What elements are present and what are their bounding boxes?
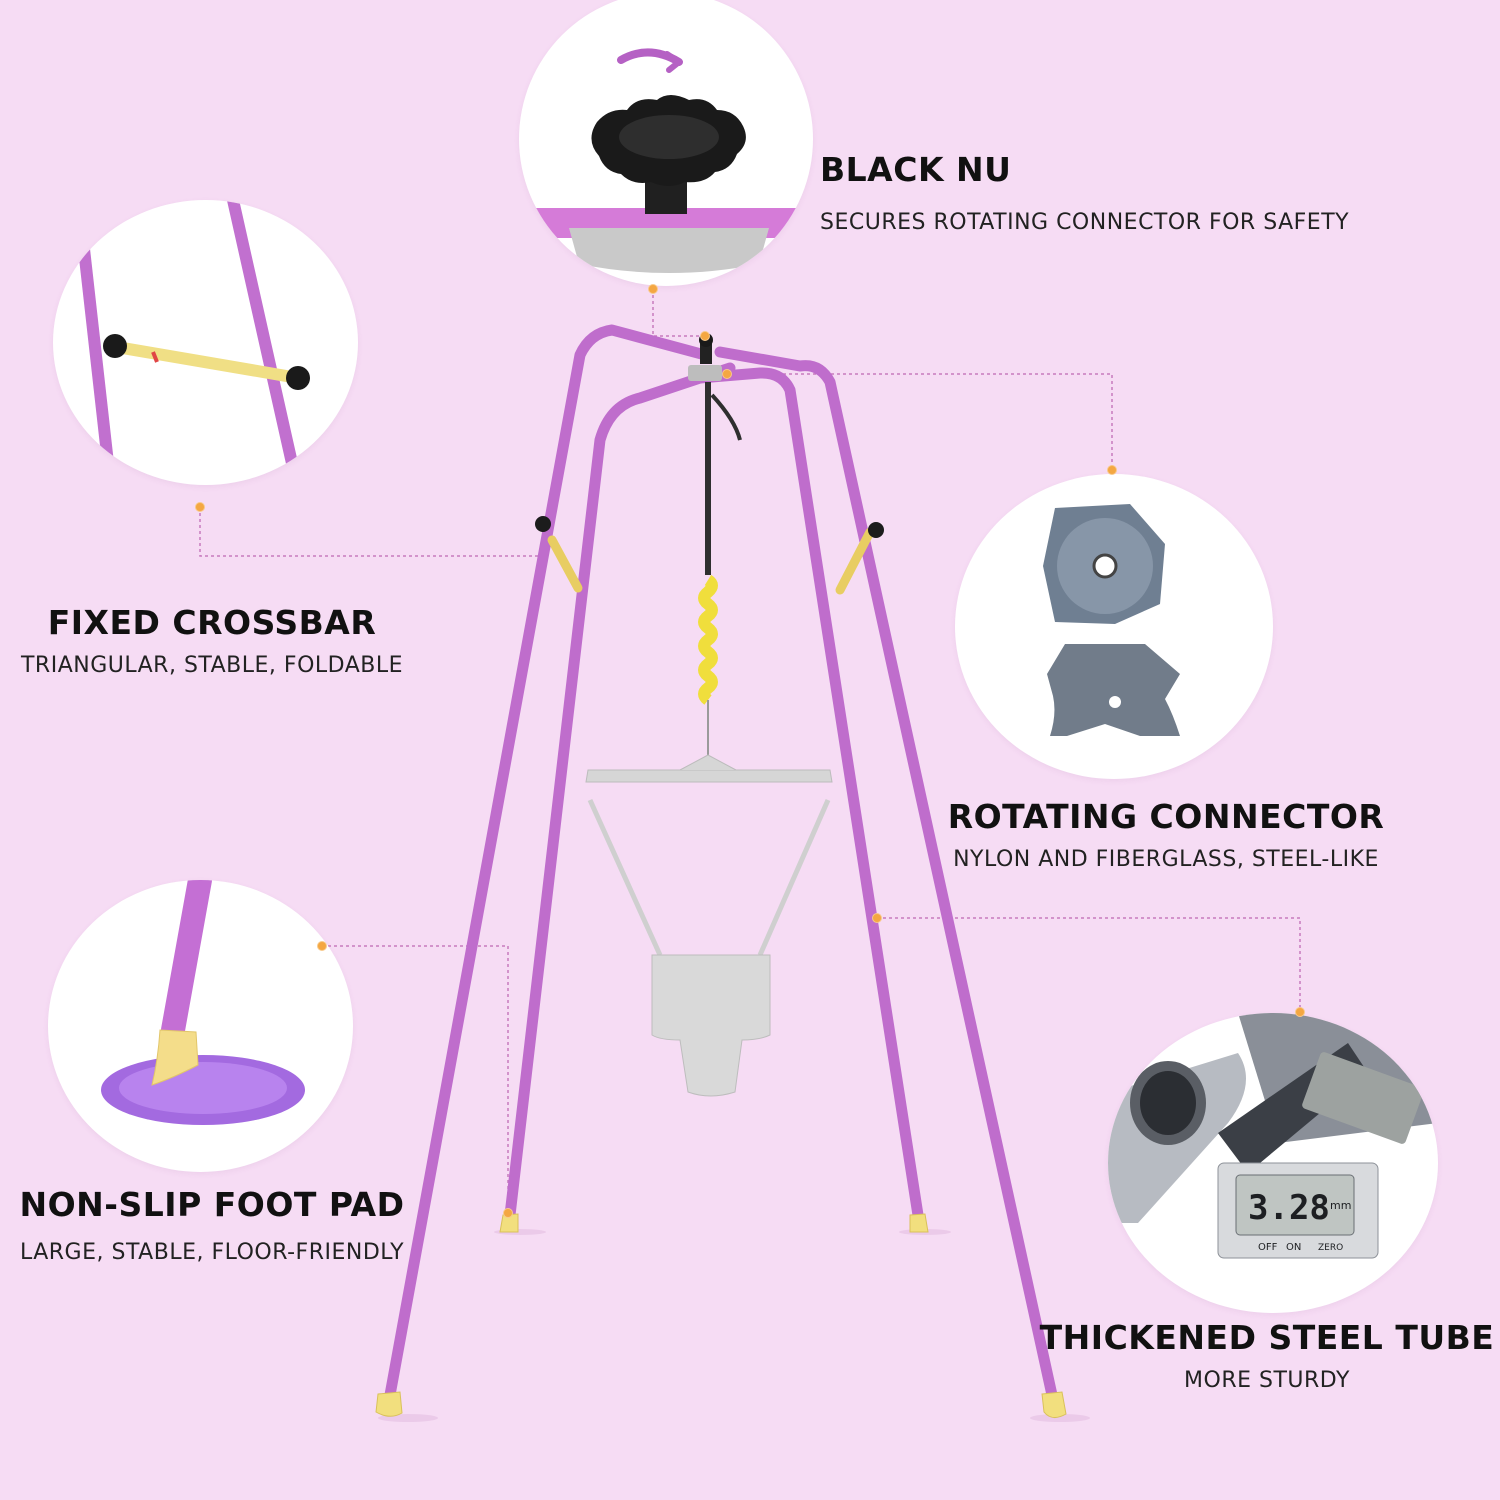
black-nut-title: BLACK NU <box>820 150 1012 189</box>
connector-icon <box>1043 504 1180 736</box>
anchor-dot-steel-tube-start <box>872 913 882 923</box>
caliper-button-zero: ZERO <box>1318 1243 1343 1253</box>
caliper-button-on: ON <box>1286 1242 1301 1253</box>
crossbar-subtitle: TRIANGULAR, STABLE, FOLDABLE <box>20 653 404 678</box>
steel-tube-title: THICKENED STEEL TUBE <box>1039 1318 1495 1357</box>
black-nut-subtitle: SECURES ROTATING CONNECTOR FOR SAFETY <box>820 210 1350 235</box>
anchor-dot-steel-tube <box>1295 1007 1305 1017</box>
foot-pad-icon <box>101 880 305 1125</box>
leader-line-foot-pad <box>322 945 509 1213</box>
leader-line-crossbar <box>199 507 545 557</box>
crossbar-title: FIXED CROSSBAR <box>47 603 377 642</box>
foot-pad-detail-circle <box>48 880 353 1172</box>
black-nut-detail-circle <box>519 0 813 286</box>
connector-title: ROTATING CONNECTOR <box>947 797 1385 836</box>
yellow-spring <box>698 574 718 705</box>
front-right-leg <box>714 346 1058 1401</box>
foot-pad-front-left <box>375 1391 403 1417</box>
connector-subtitle: NYLON AND FIBERGLASS, STEEL-LIKE <box>953 847 1379 872</box>
knob-nut-icon <box>535 48 799 273</box>
steel-tube-subtitle: MORE STURDY <box>1184 1368 1350 1393</box>
foot-pad-back-left <box>499 1213 519 1233</box>
anchor-dot-connector-start <box>722 369 732 379</box>
crossbar-icon <box>77 200 310 485</box>
connector-detail-circle <box>955 474 1273 779</box>
leader-line-connector <box>735 373 1113 470</box>
anchor-dot-crossbar <box>195 502 205 512</box>
anchor-dot-foot-pad <box>317 941 327 951</box>
foot-pad-subtitle: LARGE, STABLE, FLOOR-FRIENDLY <box>19 1240 405 1265</box>
leader-line-steel-tube <box>877 917 1301 1012</box>
anchor-dot-black-nut <box>648 284 658 294</box>
steel-tube-detail-circle: 3.28 mm OFF ON ZERO <box>1108 1013 1438 1313</box>
caliper-icon: 3.28 mm OFF ON ZERO <box>1108 1013 1438 1259</box>
anchor-dot-foot-pad-end <box>503 1208 513 1218</box>
left-crossbar <box>547 535 583 593</box>
caliper-unit: mm <box>1330 1199 1351 1212</box>
back-right-leg <box>694 367 924 1221</box>
crossbar-detail-circle <box>53 200 358 485</box>
anchor-dot-black-nut-end <box>700 331 710 341</box>
jumper-seat <box>651 954 771 1097</box>
caliper-button-off: OFF <box>1258 1242 1278 1253</box>
back-left-leg <box>504 362 736 1221</box>
anchor-dot-connector <box>1107 465 1117 475</box>
caliper-reading: 3.28 <box>1248 1188 1330 1228</box>
foot-pad-back-right <box>909 1213 929 1233</box>
foot-pad-front-right <box>1041 1391 1067 1418</box>
right-crossbar <box>835 527 875 595</box>
front-left-leg <box>384 324 711 1401</box>
foot-pad-title: NON-SLIP FOOT PAD <box>19 1185 405 1224</box>
